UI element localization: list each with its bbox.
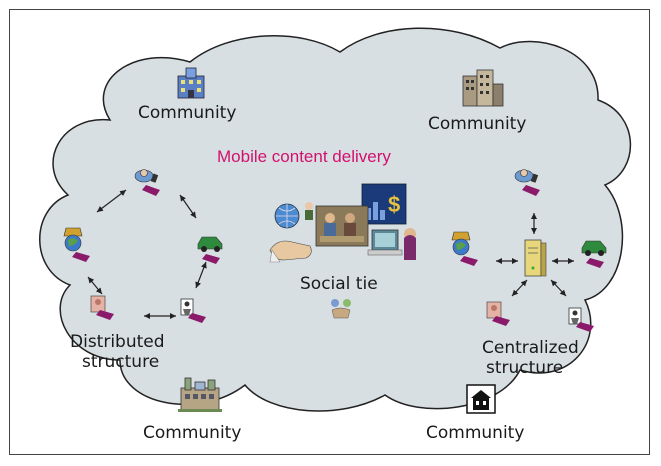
factory-building-icon	[178, 377, 222, 412]
globe-phone-icon	[63, 227, 90, 262]
traveler-phone-icon	[134, 169, 160, 196]
centralized-label-line1: Centralized	[482, 338, 579, 358]
distributed-label-line1: Distributed	[70, 332, 165, 352]
person-phone-icon	[90, 295, 114, 320]
person-phone-icon	[486, 301, 510, 326]
traveler-phone-icon	[514, 169, 540, 196]
desk-computer-icon	[367, 228, 416, 260]
centralized-links	[496, 213, 574, 297]
globe-network-icon	[274, 202, 313, 229]
server-tower-icon	[524, 239, 547, 277]
house-icon	[466, 384, 496, 414]
people-meeting-icon	[315, 205, 369, 247]
dollar-chart-icon: $	[361, 183, 407, 225]
centralized-label-line2: structure	[486, 358, 563, 378]
distributed-links	[87, 189, 207, 319]
community-label-top-right: Community	[428, 114, 526, 134]
car-phone-icon	[197, 236, 223, 264]
community-label-bottom-left: Community	[143, 423, 241, 443]
social-tie-label: Social tie	[300, 274, 378, 294]
worker-phone-icon	[568, 307, 594, 332]
office-building-icon	[177, 67, 205, 99]
car-phone-icon	[581, 240, 607, 268]
handshake-icon	[269, 240, 312, 263]
handshake-small-icon	[331, 299, 351, 319]
diagram-title: Mobile content delivery	[217, 147, 391, 166]
community-label-top-left: Community	[138, 103, 236, 123]
svg-text:$: $	[388, 192, 400, 217]
globe-phone-icon	[451, 231, 478, 266]
worker-phone-icon	[180, 298, 206, 323]
distributed-label-line2: structure	[82, 352, 159, 372]
community-label-bottom-right: Community	[426, 423, 524, 443]
city-building-icon	[462, 69, 504, 107]
